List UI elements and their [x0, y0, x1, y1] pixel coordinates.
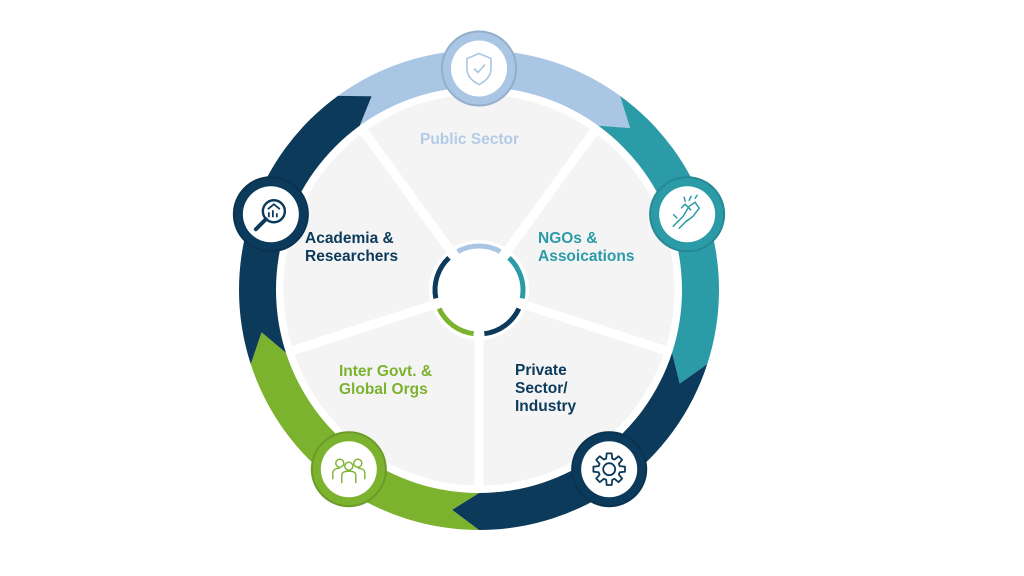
- ring-arrow-academia: [239, 95, 372, 365]
- gear-icon: [592, 452, 626, 486]
- label-line: Global Orgs: [339, 381, 428, 398]
- label-line: Private: [515, 362, 567, 379]
- ring-arrow-public: [337, 49, 631, 129]
- label-line: Researchers: [305, 248, 399, 265]
- people-group-icon: [332, 458, 366, 484]
- label-line: Assoications: [538, 248, 635, 265]
- shield-check-badge: [441, 30, 517, 107]
- magnifier-chart-badge: [232, 176, 309, 253]
- label-line: Public Sector: [420, 131, 520, 148]
- center-arc-academia: [432, 255, 451, 299]
- center-arc-ngo: [507, 255, 526, 299]
- label-line: Sector/: [515, 380, 568, 397]
- center-arc-private: [483, 307, 522, 337]
- label-line: NGOs &: [538, 230, 598, 247]
- label-public-sector: Public Sector: [420, 131, 519, 149]
- label-academia: Academia & Researchers: [305, 230, 398, 266]
- people-group-badge: [310, 431, 387, 508]
- label-line: Academia &: [305, 230, 394, 247]
- handshake-icon: [672, 194, 701, 229]
- label-line: Inter Govt. &: [339, 363, 433, 380]
- gear-badge: [571, 431, 648, 508]
- handshake-badge: [649, 176, 726, 253]
- label-private-sector: Private Sector/ Industry: [515, 362, 576, 416]
- label-intergov: Inter Govt. & Global Orgs: [339, 363, 432, 399]
- label-line: Industry: [515, 398, 577, 415]
- center-arc-intergov: [436, 307, 475, 337]
- ring-arrow-ngo: [598, 95, 720, 384]
- ring-arrow-private: [452, 352, 708, 530]
- center-circle: [429, 240, 529, 340]
- shield-check-icon: [466, 52, 492, 86]
- center-arc-public: [456, 243, 502, 254]
- label-ngos: NGOs & Assoications: [538, 230, 634, 266]
- magnifier-chart-icon: [253, 199, 287, 232]
